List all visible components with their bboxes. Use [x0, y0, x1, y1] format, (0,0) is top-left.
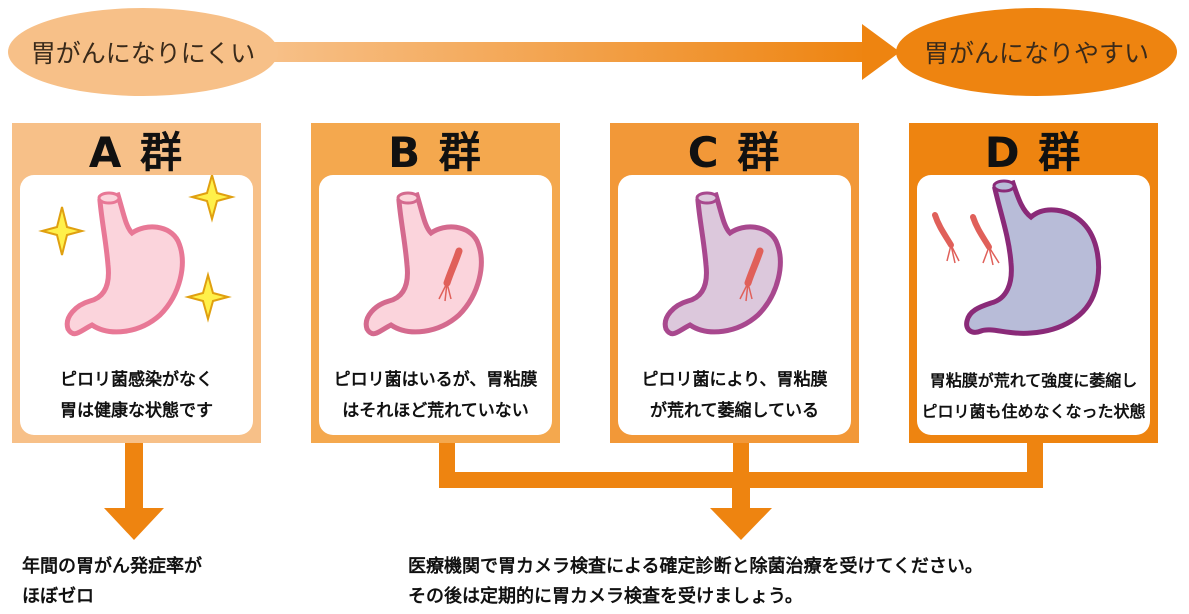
group-a-panel: ピロリ菌感染がなく 胃は健康な状態です [20, 175, 253, 435]
group-a-result-line2: ほぼゼロ [22, 586, 94, 607]
group-c-card: C 群 ピロリ菌により、胃粘膜 が荒れて萎縮している [610, 123, 859, 443]
group-b-caption: ピロリ菌はいるが、胃粘膜 はそれほど荒れていない [319, 365, 552, 427]
atrophic-stomach-icon [932, 179, 1102, 336]
high-risk-text: 胃がんになりやすい [923, 39, 1149, 68]
group-bcd-result: 医療機関で胃カメラ検査による確定診断と除菌治療を受けてください。 その後は定期的… [408, 552, 983, 612]
group-c-caption-line1: ピロリ菌により、胃粘膜 [641, 370, 828, 390]
group-a-result: 年間の胃がん発症率が ほぼゼロ [22, 552, 202, 612]
inflamed-stomach-icon [662, 191, 783, 337]
high-risk-label: 胃がんになりやすい [896, 8, 1177, 96]
group-d-panel: 胃粘膜が荒れて強度に萎縮し ピロリ菌も住めなくなった状態 [917, 175, 1150, 435]
group-a-card: A 群 ピロリ菌感染がなく 胃は健康な状態です [12, 123, 261, 443]
group-c-caption-line2: が荒れて萎縮している [650, 401, 819, 421]
group-c-title: C 群 [687, 127, 782, 177]
group-bcd-result-line1: 医療機関で胃カメラ検査による確定診断と除菌治療を受けてください。 [408, 556, 983, 577]
group-d-caption: 胃粘膜が荒れて強度に萎縮し ピロリ菌も住めなくなった状態 [917, 365, 1150, 427]
group-bcd-result-line2: その後は定期的に胃カメラ検査を受けましょう。 [408, 586, 803, 607]
group-a-title: A 群 [88, 127, 185, 177]
stomach-with-pylori-icon [363, 191, 484, 337]
group-c-caption: ピロリ菌により、胃粘膜 が荒れて萎縮している [618, 365, 851, 427]
group-b-panel: ピロリ菌はいるが、胃粘膜 はそれほど荒れていない [319, 175, 552, 435]
healthy-stomach-icon [38, 175, 236, 337]
group-a-caption-line2: 胃は健康な状態です [60, 401, 213, 421]
group-a-caption: ピロリ菌感染がなく 胃は健康な状態です [20, 365, 253, 427]
group-a-result-line1: 年間の胃がん発症率が [22, 556, 202, 577]
group-d-card: D 群 胃粘膜が荒れて強度に萎縮し ピロリ菌も住めなくなった状態 [909, 123, 1158, 443]
group-d-caption-line2: ピロリ菌も住めなくなった状態 [921, 402, 1146, 421]
group-a-caption-line1: ピロリ菌感染がなく [60, 370, 213, 390]
group-b-caption-line1: ピロリ菌はいるが、胃粘膜 [333, 370, 538, 390]
risk-gradient-arrow [270, 24, 900, 80]
group-d-caption-line1: 胃粘膜が荒れて強度に萎縮し [929, 371, 1138, 390]
low-risk-text: 胃がんになりにくい [30, 39, 256, 68]
low-risk-label: 胃がんになりにくい [8, 8, 278, 96]
group-b-caption-line2: はそれほど荒れていない [342, 401, 529, 421]
group-b-title: B 群 [388, 127, 483, 177]
group-c-panel: ピロリ菌により、胃粘膜 が荒れて萎縮している [618, 175, 851, 435]
group-b-card: B 群 ピロリ菌はいるが、胃粘膜 はそれほど荒れていない [311, 123, 560, 443]
group-d-title: D 群 [984, 127, 1083, 177]
